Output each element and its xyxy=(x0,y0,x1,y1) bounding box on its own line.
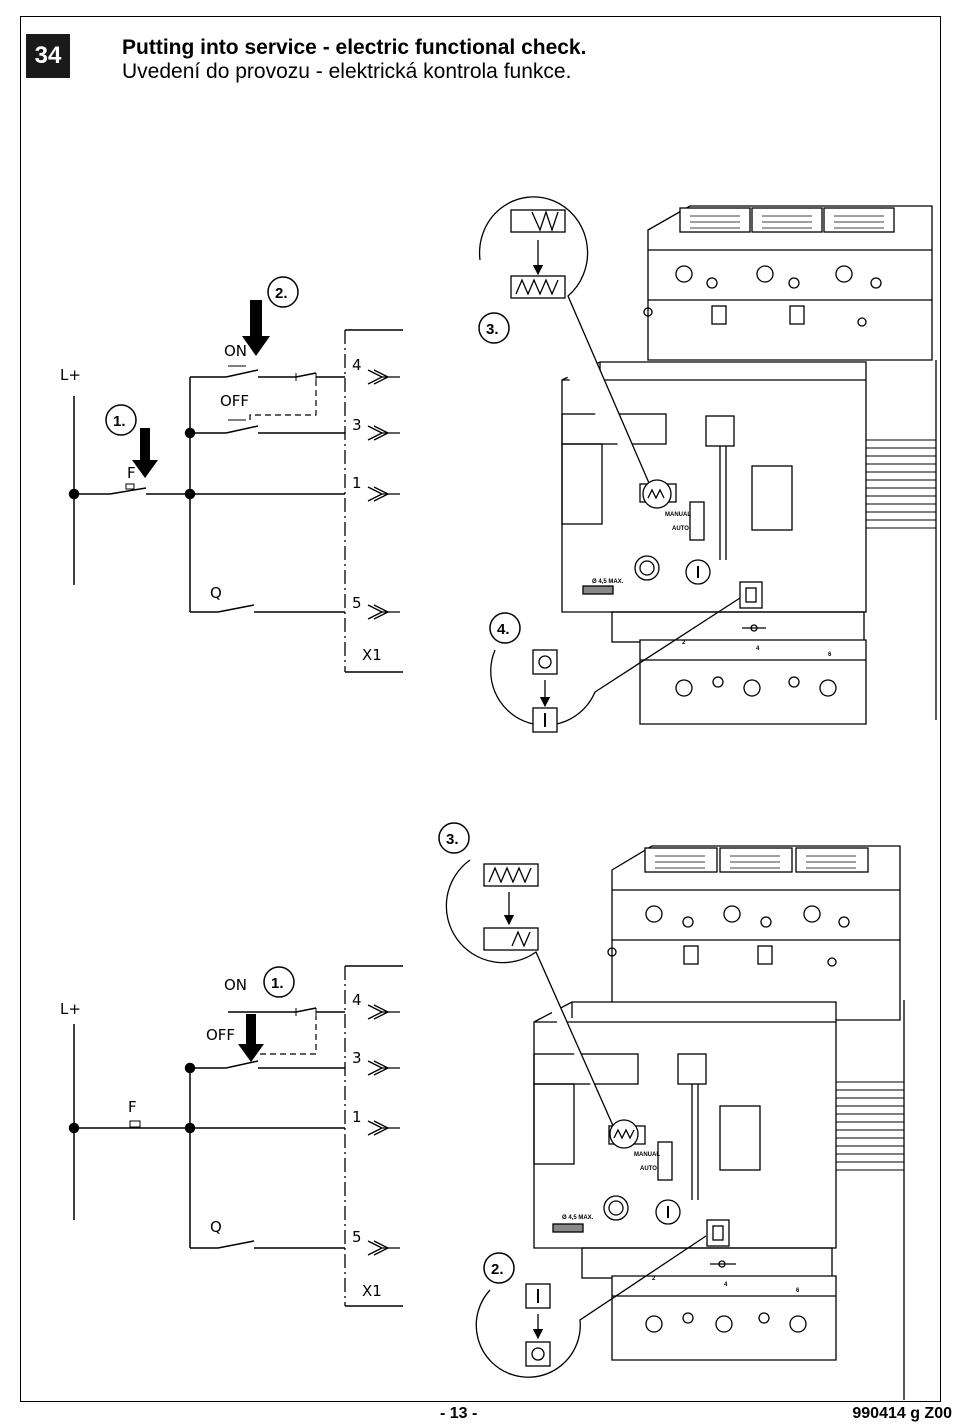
page-subtitle: Uvedení do provozu - elektrická kontrola… xyxy=(122,60,572,83)
terminal-label: 4 xyxy=(352,991,362,1009)
mode-label: MANUAL xyxy=(665,512,691,518)
off-label: OFF xyxy=(206,1026,235,1044)
footer-document-code: 990414 g Z00 xyxy=(852,1405,952,1422)
press-arrow-icon xyxy=(242,300,270,356)
page-frame xyxy=(20,16,941,1402)
q-label: Q xyxy=(210,584,222,602)
mode-label: MANUAL xyxy=(634,1152,660,1158)
off-button-callout xyxy=(475,1235,707,1378)
svg-text:2.: 2. xyxy=(275,285,288,302)
q-label: Q xyxy=(210,1218,222,1236)
schematic-top xyxy=(68,329,403,673)
step-marker: 2. xyxy=(267,276,299,308)
press-arrow-icon xyxy=(132,428,158,478)
page-number-badge: 34 xyxy=(26,34,70,78)
pole-label: 2 xyxy=(652,1276,656,1282)
spring-discharge-callout xyxy=(445,859,639,1149)
step-marker: 1. xyxy=(263,966,295,998)
pole-label: 4 xyxy=(756,646,760,652)
terminal-label: 1 xyxy=(352,474,362,492)
svg-text:3.: 3. xyxy=(446,831,459,848)
pole-label: 6 xyxy=(796,1288,800,1294)
mode-label: AUTO xyxy=(672,526,689,532)
press-arrow-icon xyxy=(238,1014,264,1062)
terminal-label: 5 xyxy=(352,594,362,612)
spring-charge-callout xyxy=(478,196,672,509)
svg-text:2.: 2. xyxy=(491,1261,504,1278)
schematic-bottom xyxy=(68,965,403,1307)
pole-label: 4 xyxy=(724,1282,728,1288)
breaker-bottom xyxy=(533,845,905,1400)
terminal-label: 5 xyxy=(352,1228,362,1246)
on-label: ON xyxy=(224,976,247,994)
supply-label: L+ xyxy=(60,366,81,384)
page-title: Putting into service - electric function… xyxy=(122,36,587,59)
step-marker: 2. xyxy=(483,1252,515,1284)
padlock-label: Ø 4,5 MAX. xyxy=(592,579,624,585)
padlock-label: Ø 4,5 MAX. xyxy=(562,1215,594,1221)
terminal-label: 3 xyxy=(352,1049,362,1067)
fuse-label: F xyxy=(127,464,136,482)
svg-text:1.: 1. xyxy=(271,975,284,992)
on-button-callout xyxy=(490,597,741,733)
connector-label: X1 xyxy=(362,646,382,664)
pole-label: 2 xyxy=(682,640,686,646)
terminal-label: 1 xyxy=(352,1108,362,1126)
step-marker: 3. xyxy=(478,312,510,344)
supply-label: L+ xyxy=(60,1000,81,1018)
step-marker: 4. xyxy=(489,612,521,644)
terminal-label: 4 xyxy=(352,356,362,374)
mode-label: AUTO xyxy=(640,1166,657,1172)
svg-text:4.: 4. xyxy=(497,621,510,638)
fuse-label: F xyxy=(128,1098,137,1116)
terminal-label: 3 xyxy=(352,416,362,434)
step-marker: 1. xyxy=(105,404,137,436)
off-label: OFF xyxy=(220,392,249,410)
on-label: ON xyxy=(224,342,247,360)
footer-page-number: - 13 - xyxy=(440,1405,478,1422)
connector-label: X1 xyxy=(362,1282,382,1300)
step-marker: 3. xyxy=(438,822,470,854)
pole-label: 6 xyxy=(828,652,832,658)
svg-text:1.: 1. xyxy=(113,413,126,430)
svg-text:3.: 3. xyxy=(486,321,499,338)
